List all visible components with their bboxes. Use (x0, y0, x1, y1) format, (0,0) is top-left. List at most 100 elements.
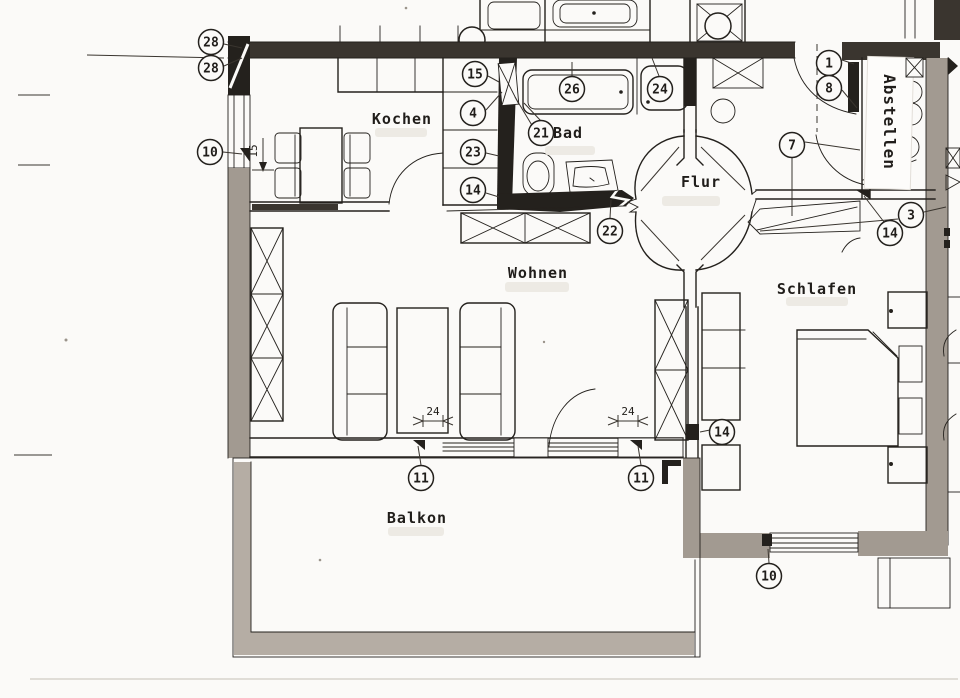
shelf-right (654, 299, 689, 441)
svg-text:15: 15 (467, 68, 483, 83)
sideboard (460, 212, 591, 244)
marker-10-left: 10 (196, 138, 224, 166)
marker-10-bottom: 10 (755, 562, 783, 590)
room-label-living: Wohnen (508, 264, 568, 282)
toilet (522, 152, 555, 197)
bedroom (701, 200, 928, 491)
living-door-arc (634, 211, 685, 271)
shelf-left (250, 227, 284, 422)
svg-text:3: 3 (907, 209, 915, 224)
vent-shaft (497, 61, 520, 107)
svg-text:14: 14 (882, 227, 898, 242)
marker-21: 21 (527, 119, 555, 147)
room-label-kitchen: Kochen (372, 110, 432, 128)
kitchen-side-counter (442, 57, 498, 206)
svg-text:28: 28 (203, 36, 219, 51)
svg-text:4: 4 (469, 107, 477, 122)
dim-15: 15 (247, 138, 274, 172)
nightstand-bottom (887, 446, 928, 484)
room-labels: Kochen Bad Flur Wohnen Schlafen Balkon (372, 110, 856, 527)
bath-door-arc (634, 135, 685, 200)
marker-8: 8 (815, 74, 843, 102)
room-label-balcony: Balkon (387, 509, 447, 527)
marker-4: 4 (459, 99, 487, 127)
neighbor-sink (487, 1, 541, 30)
svg-text:1: 1 (825, 57, 833, 72)
marker-11-right: 11 (627, 464, 655, 492)
entry-door-arc (793, 57, 857, 115)
sofa-left (332, 302, 388, 441)
marker-24: 24 (646, 75, 674, 103)
storage-room: Abstellen (862, 55, 924, 191)
marker-1: 1 (815, 49, 843, 77)
svg-text:21: 21 (533, 127, 549, 142)
washbasin (640, 65, 689, 111)
marker-14-kitchen: 14 (459, 176, 487, 204)
balcony-bedroom-wall (683, 458, 700, 558)
storage-label-patch (863, 55, 915, 191)
svg-text:24: 24 (621, 405, 635, 418)
scan-artifacts (14, 6, 958, 680)
kitchen-window-element (227, 94, 251, 169)
svg-text:14: 14 (714, 426, 730, 441)
marker-11-left: 11 (407, 464, 435, 492)
marker-7: 7 (778, 131, 806, 159)
dimension-24-left: 24 (412, 405, 454, 427)
double-bed (796, 329, 923, 447)
svg-text:26: 26 (564, 83, 580, 98)
entry-side-arc (695, 135, 753, 195)
coat-rack (747, 200, 861, 253)
markers: 28 28 10 15 4 23 14 26 24 21 22 1 8 7 3 … (196, 28, 925, 590)
svg-text:14: 14 (465, 184, 481, 199)
room-label-storage: Abstellen (880, 74, 899, 170)
svg-text:11: 11 (633, 472, 649, 487)
hall-x-cabinet (712, 57, 764, 89)
marker-28-top: 28 (197, 28, 225, 56)
dimension-24-right: 24 (607, 405, 649, 427)
marker-14-wall: 14 (876, 219, 904, 247)
door-clover (626, 129, 757, 308)
marker-3: 3 (897, 201, 925, 229)
bedroom-window-element (769, 532, 859, 553)
coffee-table (396, 307, 449, 434)
svg-text:7: 7 (788, 139, 796, 154)
kitchen-upper-counter (337, 57, 444, 93)
marker-26: 26 (558, 75, 586, 103)
top-exterior-wall (228, 42, 795, 58)
balcony (232, 457, 701, 658)
room-label-hall: Flur (681, 173, 721, 191)
divider-wedge (686, 424, 699, 440)
balcony-door-arc (548, 388, 596, 447)
sofa-right (459, 302, 516, 441)
neighbor-sink-2 (552, 0, 638, 28)
svg-text:24: 24 (426, 405, 440, 418)
balcony-corner-mark (662, 460, 681, 484)
living-room (250, 212, 689, 441)
svg-text:8: 8 (825, 82, 833, 97)
erased-area-text (375, 128, 848, 536)
marker-leaders (222, 43, 947, 564)
svg-text:23: 23 (465, 146, 481, 161)
walls (227, 36, 949, 558)
marker-28-bottom: 28 (197, 54, 225, 82)
right-exterior-wall (926, 58, 948, 545)
neighbor-right-fragments (877, 57, 960, 609)
wardrobe (701, 292, 746, 491)
bidet (565, 159, 619, 195)
ceiling-lamp (710, 98, 736, 124)
marker-15: 15 (461, 60, 489, 88)
bedroom-door-arc (695, 211, 753, 271)
bathtub (522, 69, 634, 115)
dining-table (274, 127, 371, 204)
storage-door-arc (815, 134, 867, 186)
balcony-doors (249, 388, 684, 458)
room-label-bath: Bad (553, 124, 583, 142)
svg-text:24: 24 (652, 83, 668, 98)
neighbor-balcony-fragment (877, 557, 951, 609)
marker-14-wardrobe: 14 (708, 418, 736, 446)
nightstand-top (887, 291, 928, 329)
svg-text:22: 22 (602, 225, 618, 240)
svg-text:11: 11 (413, 472, 429, 487)
